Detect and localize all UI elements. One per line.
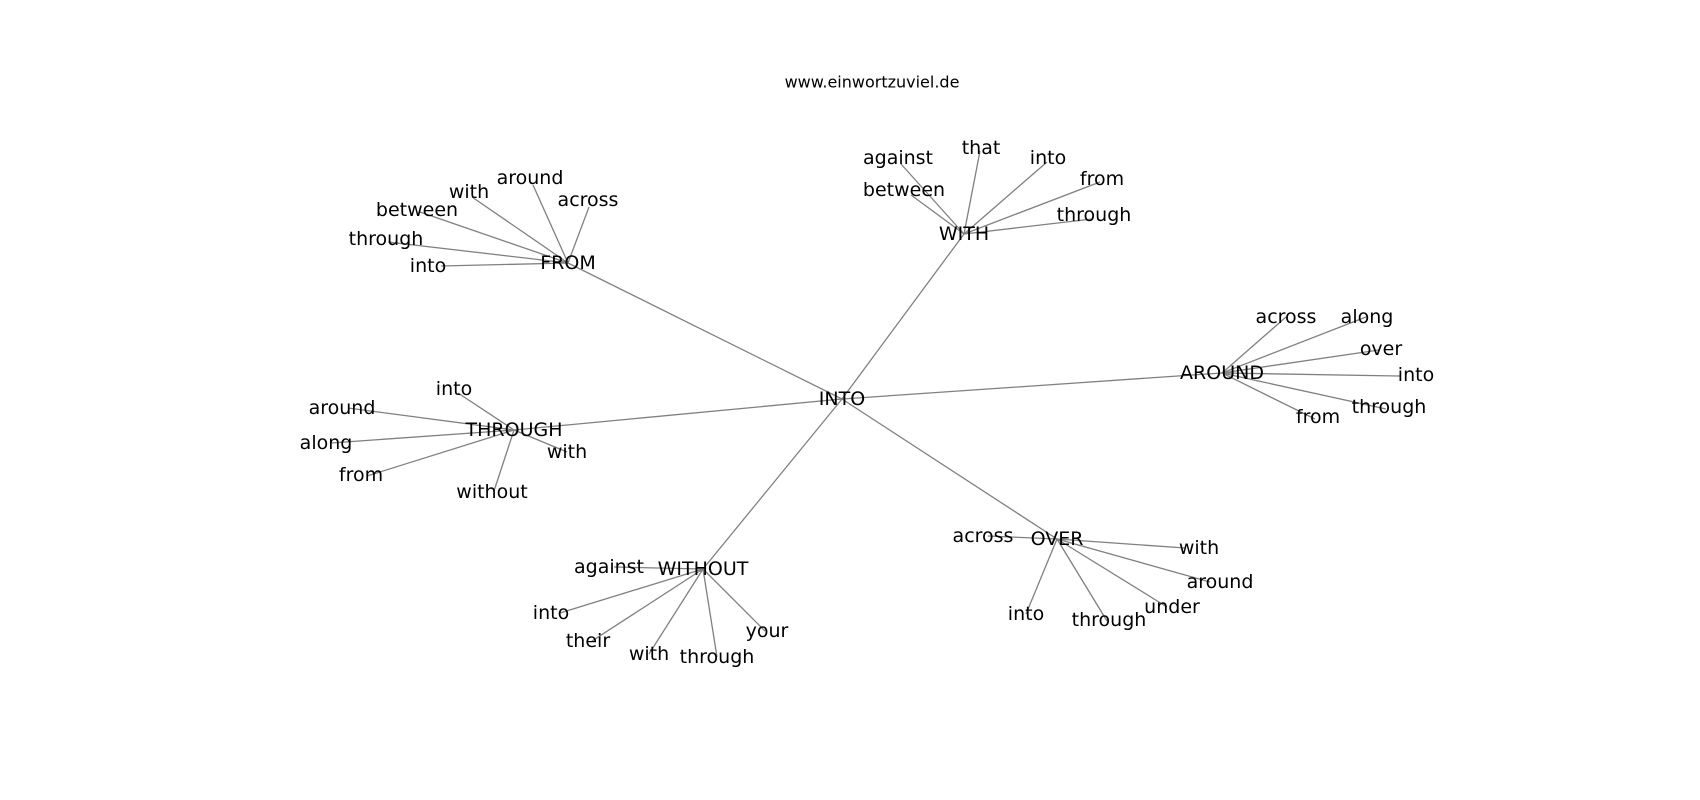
- edge-through-to-with: [513, 429, 568, 453]
- edge-with-to-into: [963, 161, 1048, 235]
- edge-around-to-over: [1221, 349, 1380, 374]
- edge-over-to-under: [1056, 538, 1168, 608]
- edge-without-to-your: [702, 568, 766, 632]
- leaf-around-into: into: [1398, 364, 1434, 386]
- credit-text: www.einwortzuviel.de: [785, 73, 960, 92]
- leaf-without-into: into: [533, 602, 569, 624]
- leaf-from-across: across: [558, 189, 619, 211]
- leaf-without-your: your: [746, 620, 789, 642]
- leaf-from-around: around: [497, 167, 564, 189]
- edge-from-to-with: [471, 196, 569, 264]
- edge-with-to-between: [910, 194, 965, 235]
- edge-through-to-into: [457, 392, 515, 431]
- leaf-around-from: from: [1296, 406, 1340, 428]
- leaf-with-that: that: [962, 137, 1001, 159]
- edge-through-to-around: [347, 407, 515, 431]
- edge-from-to-through: [387, 241, 569, 264]
- root-node: INTO: [819, 388, 865, 410]
- edge-over-to-across: [987, 535, 1058, 540]
- edge-without-to-against: [613, 566, 704, 570]
- leaf-with-into: into: [1030, 147, 1066, 169]
- leaf-over-across: across: [953, 525, 1014, 547]
- edge-root-to-without: [702, 398, 843, 570]
- leaf-over-with: with: [1179, 537, 1219, 559]
- leaf-through-around: around: [309, 397, 376, 419]
- edge-over-to-with: [1056, 538, 1186, 549]
- leaf-without-with: with: [629, 643, 669, 665]
- edge-root-to-over: [841, 398, 1058, 540]
- edge-from-to-between: [419, 211, 569, 264]
- edge-with-to-against: [900, 163, 965, 235]
- edge-over-to-around: [1056, 538, 1211, 583]
- edge-root-to-from: [567, 262, 843, 400]
- leaf-over-through: through: [1072, 609, 1147, 631]
- edge-through-to-from: [366, 429, 515, 477]
- hub-from: FROM: [540, 252, 595, 274]
- hub-over: OVER: [1031, 528, 1084, 550]
- edge-around-to-through: [1221, 372, 1387, 410]
- edge-with-to-that: [963, 150, 981, 235]
- edge-with-to-through: [963, 218, 1093, 235]
- edge-root-to-through: [513, 398, 843, 431]
- edge-with-to-from: [963, 181, 1101, 235]
- leaf-from-with: with: [449, 181, 489, 203]
- leaf-through-without: without: [456, 481, 527, 503]
- leaf-with-from: from: [1080, 168, 1124, 190]
- edges-layer: [330, 150, 1401, 658]
- leaf-through-from: from: [339, 464, 383, 486]
- leaf-around-along: along: [1341, 306, 1394, 328]
- leaf-through-into: into: [436, 378, 472, 400]
- leaf-without-against: against: [574, 556, 644, 578]
- edge-around-to-from: [1221, 372, 1316, 420]
- leaf-around-across: across: [1256, 306, 1317, 328]
- edge-over-to-through: [1056, 538, 1108, 622]
- leaf-around-through: through: [1352, 396, 1427, 418]
- edge-root-to-around: [841, 372, 1223, 400]
- leaf-with-against: against: [863, 147, 933, 169]
- edge-without-to-through: [702, 568, 718, 658]
- leaf-without-their: their: [566, 630, 610, 652]
- leaf-through-with: with: [547, 441, 587, 463]
- edge-around-to-into: [1221, 372, 1401, 377]
- leaf-over-around: around: [1187, 571, 1254, 593]
- edge-without-to-their: [591, 568, 704, 642]
- leaf-without-through: through: [680, 646, 755, 668]
- edge-over-to-into: [1025, 538, 1058, 615]
- edge-from-to-into: [440, 262, 569, 267]
- leaf-with-through: through: [1057, 204, 1132, 226]
- leaf-through-along: along: [300, 432, 353, 454]
- edge-through-to-without: [493, 429, 515, 492]
- leaf-with-between: between: [863, 179, 945, 201]
- edge-through-to-along: [330, 429, 515, 444]
- edge-around-to-across: [1221, 316, 1287, 374]
- hub-without: WITHOUT: [658, 558, 749, 580]
- leaf-from-between: between: [376, 199, 458, 221]
- edge-without-to-into: [559, 568, 704, 614]
- edge-from-to-around: [532, 184, 569, 264]
- hub-with: WITH: [939, 223, 989, 245]
- edge-without-to-with: [648, 568, 704, 655]
- leaf-over-into: into: [1008, 603, 1044, 625]
- edge-around-to-along: [1221, 316, 1367, 374]
- edge-from-to-across: [567, 206, 590, 264]
- leaf-from-through: through: [349, 228, 424, 250]
- edge-root-to-with: [841, 233, 965, 400]
- hub-around: AROUND: [1180, 362, 1264, 384]
- leaf-around-over: over: [1360, 338, 1403, 360]
- leaf-from-into: into: [410, 255, 446, 277]
- hub-through: THROUGH: [465, 419, 563, 441]
- leaf-over-under: under: [1144, 596, 1200, 618]
